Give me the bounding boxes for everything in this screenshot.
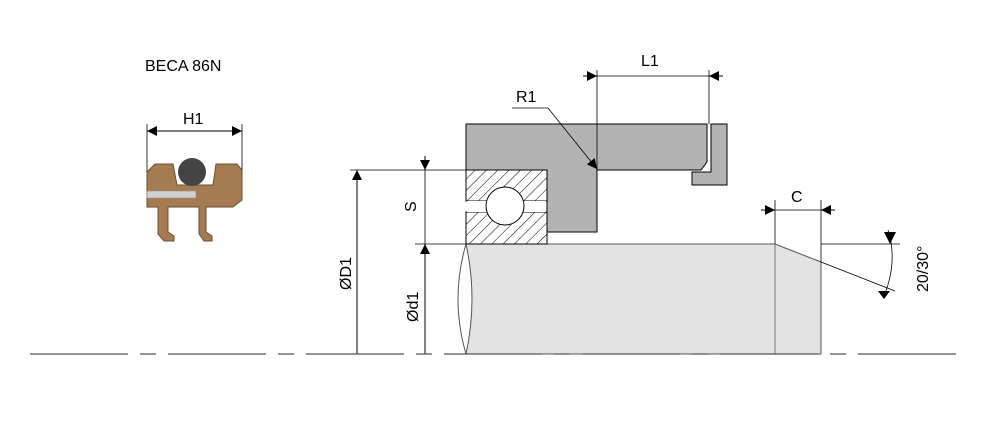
seal-body — [146, 163, 243, 242]
bearing — [465, 169, 548, 245]
dimension-l1: L1 — [583, 53, 723, 170]
label-s: S — [403, 201, 420, 212]
label-od1-small: Ød1 — [405, 292, 422, 322]
shaft — [457, 243, 822, 355]
dimension-h1: H1 — [146, 111, 243, 172]
label-h1: H1 — [183, 111, 204, 128]
label-od1-big: ØD1 — [338, 257, 355, 290]
dimension-c: C — [761, 189, 835, 262]
product-title: BECA 86N — [145, 58, 221, 75]
dimension-inner-diameter: Ød1 — [405, 244, 430, 354]
label-r1: R1 — [516, 89, 537, 106]
dimension-r1: R1 — [512, 89, 598, 170]
energizer-ring — [178, 158, 206, 186]
label-l1: L1 — [641, 53, 659, 70]
seal-strip — [146, 190, 197, 199]
seal-profile — [146, 158, 243, 242]
label-angle: 20/30° — [915, 246, 932, 292]
bearing-ball — [485, 186, 525, 226]
dimension-outer-diameter: ØD1 — [338, 170, 362, 354]
label-c: C — [791, 189, 803, 206]
housing — [465, 123, 728, 233]
dimension-s: S — [403, 156, 430, 244]
dimension-chamfer-angle: 20/30° — [820, 229, 932, 299]
